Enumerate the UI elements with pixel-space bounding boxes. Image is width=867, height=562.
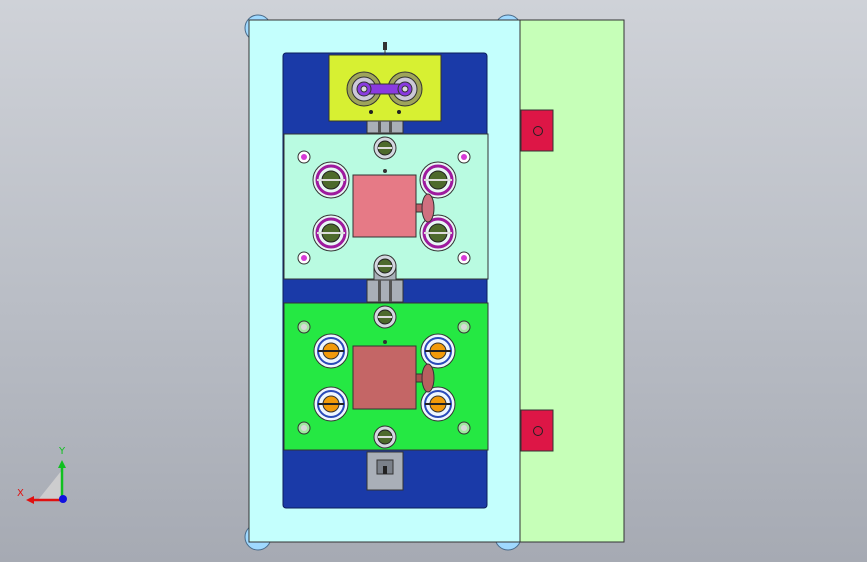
- y-axis-label: Y: [58, 446, 66, 457]
- lower-handle: [415, 363, 435, 393]
- top-block[interactable]: [328, 42, 442, 122]
- bracket-bottom[interactable]: [520, 409, 554, 452]
- lower-pins: [297, 320, 471, 435]
- pin-hole-magenta-icon: [312, 214, 350, 252]
- cam-clamp-icon: [373, 305, 397, 329]
- upper-handle: [415, 193, 435, 223]
- guide-rail-middle: [366, 279, 404, 303]
- z-axis: [59, 495, 67, 503]
- top-pin: [383, 42, 387, 50]
- upper-pins: [297, 150, 471, 265]
- bolt-orange-icon: [420, 333, 456, 369]
- cam-clamp-icon: [373, 425, 397, 449]
- upper-pad[interactable]: [352, 174, 417, 238]
- link-mechanism-icon: [346, 71, 423, 107]
- lower-pad[interactable]: [352, 345, 417, 410]
- bracket-top[interactable]: [520, 109, 554, 152]
- bolt-orange-icon: [313, 386, 349, 422]
- lower-bolts: [313, 333, 456, 422]
- cam-clamp-icon: [373, 254, 397, 284]
- bracket-hole-icon: [533, 426, 543, 436]
- x-axis-label: X: [17, 488, 24, 499]
- guide-rail-bottom: [366, 451, 404, 491]
- cam-clamp-icon: [373, 136, 397, 160]
- pin-hole-magenta-icon: [419, 214, 457, 252]
- axis-triad-icon: X Y: [17, 446, 67, 504]
- upper-bushings: [312, 161, 457, 252]
- bolt-orange-icon: [313, 333, 349, 369]
- pin-hole-magenta-icon: [419, 161, 457, 199]
- bracket-hole-icon: [533, 126, 543, 136]
- pin-hole-magenta-icon: [312, 161, 350, 199]
- side-plate[interactable]: [519, 19, 625, 543]
- guide-rail-top: [366, 120, 404, 134]
- bolt-orange-icon: [420, 386, 456, 422]
